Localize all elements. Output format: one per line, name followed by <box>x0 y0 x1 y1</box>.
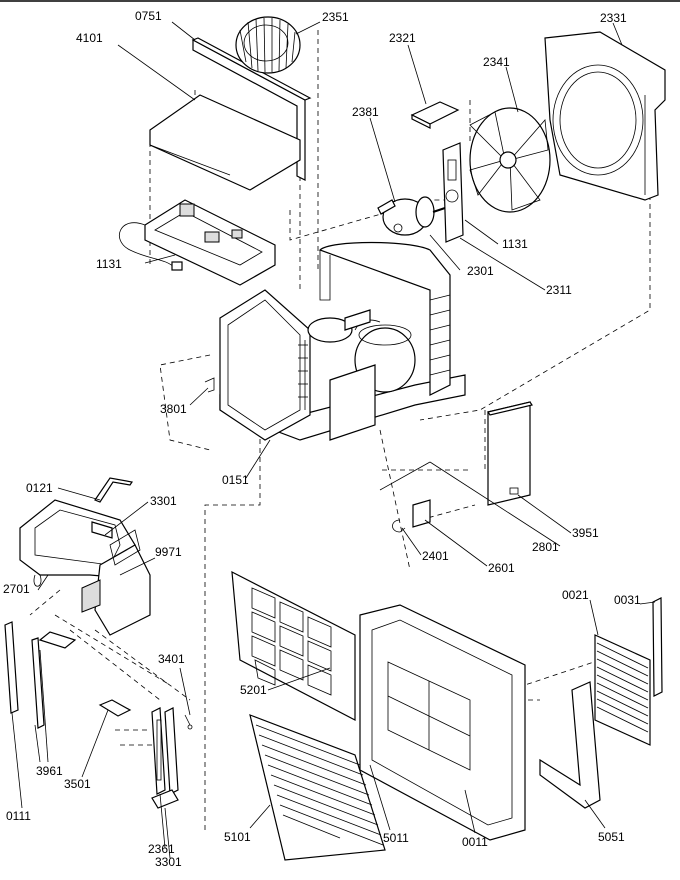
label-3801: 3801 <box>160 402 187 416</box>
label-3501: 3501 <box>64 777 91 791</box>
label-9971: 9971 <box>155 545 182 559</box>
part-2301-fan-motor <box>377 196 446 236</box>
part-3801-clip <box>204 377 215 393</box>
part-condenser-coil <box>318 241 451 396</box>
label-2361: 2361 <box>148 842 175 856</box>
label-3301-bottom: 3301 <box>155 855 182 869</box>
part-3951-side-panel <box>487 401 533 506</box>
label-0121: 0121 <box>26 481 53 495</box>
label-3401: 3401 <box>158 652 185 666</box>
label-2351: 2351 <box>322 10 349 24</box>
label-5011: 5011 <box>383 831 409 845</box>
label-2311: 2311 <box>546 283 572 297</box>
part-3501-clip <box>98 699 132 717</box>
part-2321-bracket <box>410 101 460 129</box>
part-5201-filter <box>231 570 356 721</box>
label-0151: 0151 <box>222 473 249 487</box>
part-3401-screw <box>184 714 193 730</box>
label-5051: 5051 <box>598 830 625 844</box>
label-0021: 0021 <box>562 588 589 602</box>
part-2341-fan-blade <box>469 107 551 213</box>
part-2311-orifice-strip <box>442 142 464 243</box>
label-2401: 2401 <box>422 549 449 563</box>
part-evaporator-coil <box>219 289 311 441</box>
label-3961: 3961 <box>36 764 63 778</box>
part-number-labels: 0751 2351 2321 2331 4101 2341 2381 1131 … <box>3 9 641 869</box>
label-5201: 5201 <box>240 683 267 697</box>
part-5101-grille <box>249 714 386 861</box>
part-0011-front-frame <box>359 604 526 841</box>
part-2601-plate <box>412 499 431 528</box>
label-2331: 2331 <box>600 11 627 25</box>
part-5051-side-curtain <box>539 681 601 809</box>
part-2361-bracket <box>151 707 179 795</box>
part-3301-bracket <box>151 789 179 809</box>
label-0031: 0031 <box>614 593 641 607</box>
part-0021-louver <box>594 634 651 746</box>
leader-lines <box>11 21 656 859</box>
label-0111: 0111 <box>6 809 31 823</box>
label-5101: 5101 <box>224 830 251 844</box>
label-4101: 4101 <box>76 31 103 45</box>
label-1131-left: 1131 <box>96 257 122 271</box>
part-2351-blower-wheel <box>235 16 301 74</box>
label-2701: 2701 <box>3 582 30 596</box>
part-0121-rod <box>94 477 134 503</box>
part-2701-drain-pan <box>19 499 136 587</box>
label-2301: 2301 <box>467 264 494 278</box>
label-3951: 3951 <box>572 526 599 540</box>
label-0011: 0011 <box>462 835 488 849</box>
part-2801-wire <box>379 461 431 491</box>
part-3961-bar <box>38 631 77 649</box>
part-3961-strip <box>31 637 45 729</box>
label-2381: 2381 <box>352 105 379 119</box>
label-2801: 2801 <box>532 540 559 554</box>
label-2601: 2601 <box>488 561 515 575</box>
part-4101-insulation <box>149 94 301 191</box>
part-control-box <box>119 199 276 286</box>
part-0031-strip <box>652 597 663 697</box>
label-1131-right: 1131 <box>502 237 528 251</box>
part-2331-shroud <box>544 31 666 201</box>
label-0751: 0751 <box>135 9 162 23</box>
label-3301-top: 3301 <box>150 494 177 508</box>
label-2341: 2341 <box>483 55 510 69</box>
part-2401-clip <box>392 519 406 533</box>
part-0111-strip <box>4 621 19 714</box>
part-divider-wall <box>307 309 376 441</box>
label-2321: 2321 <box>389 31 416 45</box>
